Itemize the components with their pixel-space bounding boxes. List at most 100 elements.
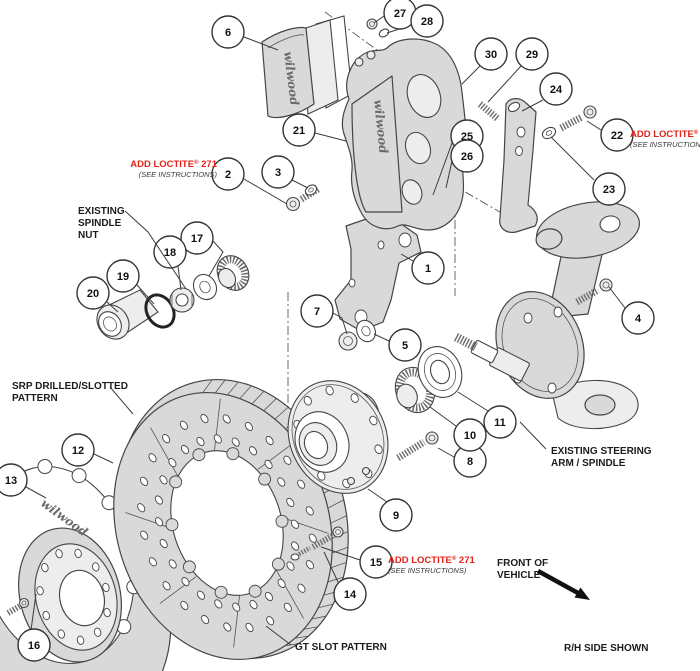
callout-leader-23 — [550, 136, 595, 181]
drilled-hole — [140, 530, 149, 540]
washer-23 — [541, 126, 557, 140]
existing-spindle-nut-label: SPINDLE — [78, 218, 122, 229]
drilled-hole — [148, 453, 157, 463]
callout-circle-14 — [333, 577, 367, 611]
rh-side-label: R/H SIDE SHOWN — [564, 643, 648, 654]
drilled-hole — [277, 477, 286, 487]
drilled-hole — [305, 506, 314, 516]
drilled-hole — [245, 622, 254, 633]
washer-5-hole — [361, 325, 371, 337]
bolt-16 — [6, 597, 30, 616]
drilled-hole — [154, 495, 163, 505]
drilled-hole — [283, 602, 292, 612]
nut-7 — [338, 331, 358, 351]
callout-leader-29 — [487, 65, 522, 103]
bracket-pivot — [507, 101, 521, 113]
callout-number-21: 21 — [293, 125, 305, 137]
callout-circle-6 — [211, 15, 245, 49]
hub-bore — [303, 430, 329, 460]
drilled-hole — [140, 476, 149, 486]
rotor-vane — [239, 385, 252, 399]
washer-3-hole — [308, 187, 314, 193]
rotor-scallop — [182, 560, 196, 574]
spindle-nut-18 — [169, 287, 195, 313]
callout-number-30: 30 — [485, 49, 497, 61]
rotor-scallop — [192, 448, 206, 462]
spindle-nut-hardware — [96, 184, 320, 340]
drilled-hole — [231, 437, 240, 447]
drilled-hole — [154, 517, 164, 527]
steering-arm-label: EXISTING STEERING — [551, 446, 652, 457]
callout-number-3: 3 — [275, 167, 281, 179]
loctite-note-right: (SEE INSTRUCTIONS) — [630, 140, 700, 149]
callout-number-1: 1 — [425, 263, 431, 275]
gt-slot — [233, 593, 241, 648]
callout-number-2: 2 — [225, 169, 231, 181]
callout-number-5: 5 — [402, 340, 408, 352]
drilled-hole — [223, 622, 232, 632]
caliper: wilwood — [341, 18, 467, 231]
bracket-24-group — [441, 80, 597, 233]
loctite-note-right: ADD LOCTITE® 271 — [630, 129, 700, 140]
callout-leader-16 — [30, 593, 37, 631]
drilled-hole — [248, 446, 258, 456]
rotor-vane — [227, 381, 239, 396]
hat-hole — [92, 562, 100, 572]
wheel-stud — [361, 466, 371, 476]
callout-circle-30 — [474, 37, 508, 71]
callout-number-12: 12 — [72, 445, 84, 457]
rotor-vane — [311, 615, 327, 620]
callout-circle-13 — [0, 463, 28, 497]
washer-23-hole — [545, 130, 553, 136]
callout-number-17: 17 — [191, 233, 203, 245]
rotor-vane — [330, 561, 347, 569]
gt-slot — [213, 398, 221, 453]
drilled-hole — [286, 561, 295, 571]
callout-circle-19 — [106, 259, 140, 293]
drilled-hole — [264, 591, 274, 602]
existing-spindle-nut-label-leader — [124, 210, 187, 290]
drilled-hole — [297, 479, 306, 489]
callout-circle-11 — [483, 405, 517, 439]
bolt-4 — [575, 278, 613, 306]
bolt-22 — [559, 105, 597, 132]
callout-number-28: 28 — [421, 16, 433, 28]
washer-5 — [356, 319, 376, 343]
callout-circle-29 — [515, 37, 549, 71]
drilled-hole — [180, 600, 189, 611]
callout-number-11: 11 — [494, 417, 506, 429]
callout-circle-10 — [453, 418, 487, 452]
gt-slot — [283, 517, 329, 534]
drilled-hole — [308, 533, 317, 543]
rotor-scallop — [226, 447, 240, 461]
drilled-hole — [181, 577, 190, 587]
rotor-scallop — [165, 518, 179, 532]
callout-number-6: 6 — [225, 27, 231, 39]
caliper-opening — [404, 131, 432, 165]
drilled-hole — [291, 541, 300, 551]
rotor-vane — [285, 643, 299, 647]
rotor-vane — [303, 626, 318, 630]
front-of-vehicle-label: FRONT OF — [497, 558, 548, 569]
rotor-inner-scallops — [165, 447, 289, 599]
bleed-screw — [354, 57, 364, 67]
hat-hole — [74, 548, 82, 558]
callout-circle-5 — [388, 328, 422, 362]
drilled-hole — [168, 458, 177, 468]
drilled-hole — [179, 420, 188, 430]
nut-7-bore — [343, 336, 353, 346]
rotor-vane — [327, 499, 344, 509]
callout-number-19: 19 — [117, 271, 129, 283]
drilled-hole — [297, 583, 306, 593]
callout-circle-22 — [600, 118, 634, 152]
callout-leader-5 — [373, 333, 390, 342]
drilled-hole — [283, 455, 292, 465]
callout-leader-19 — [136, 284, 155, 305]
callout-circle-20 — [76, 276, 110, 310]
gt-slot-label: GT SLOT PATTERN — [295, 642, 387, 653]
callout-leader-26 — [445, 160, 453, 189]
hub-flange-rim — [291, 384, 385, 490]
caliper-face — [351, 75, 403, 213]
